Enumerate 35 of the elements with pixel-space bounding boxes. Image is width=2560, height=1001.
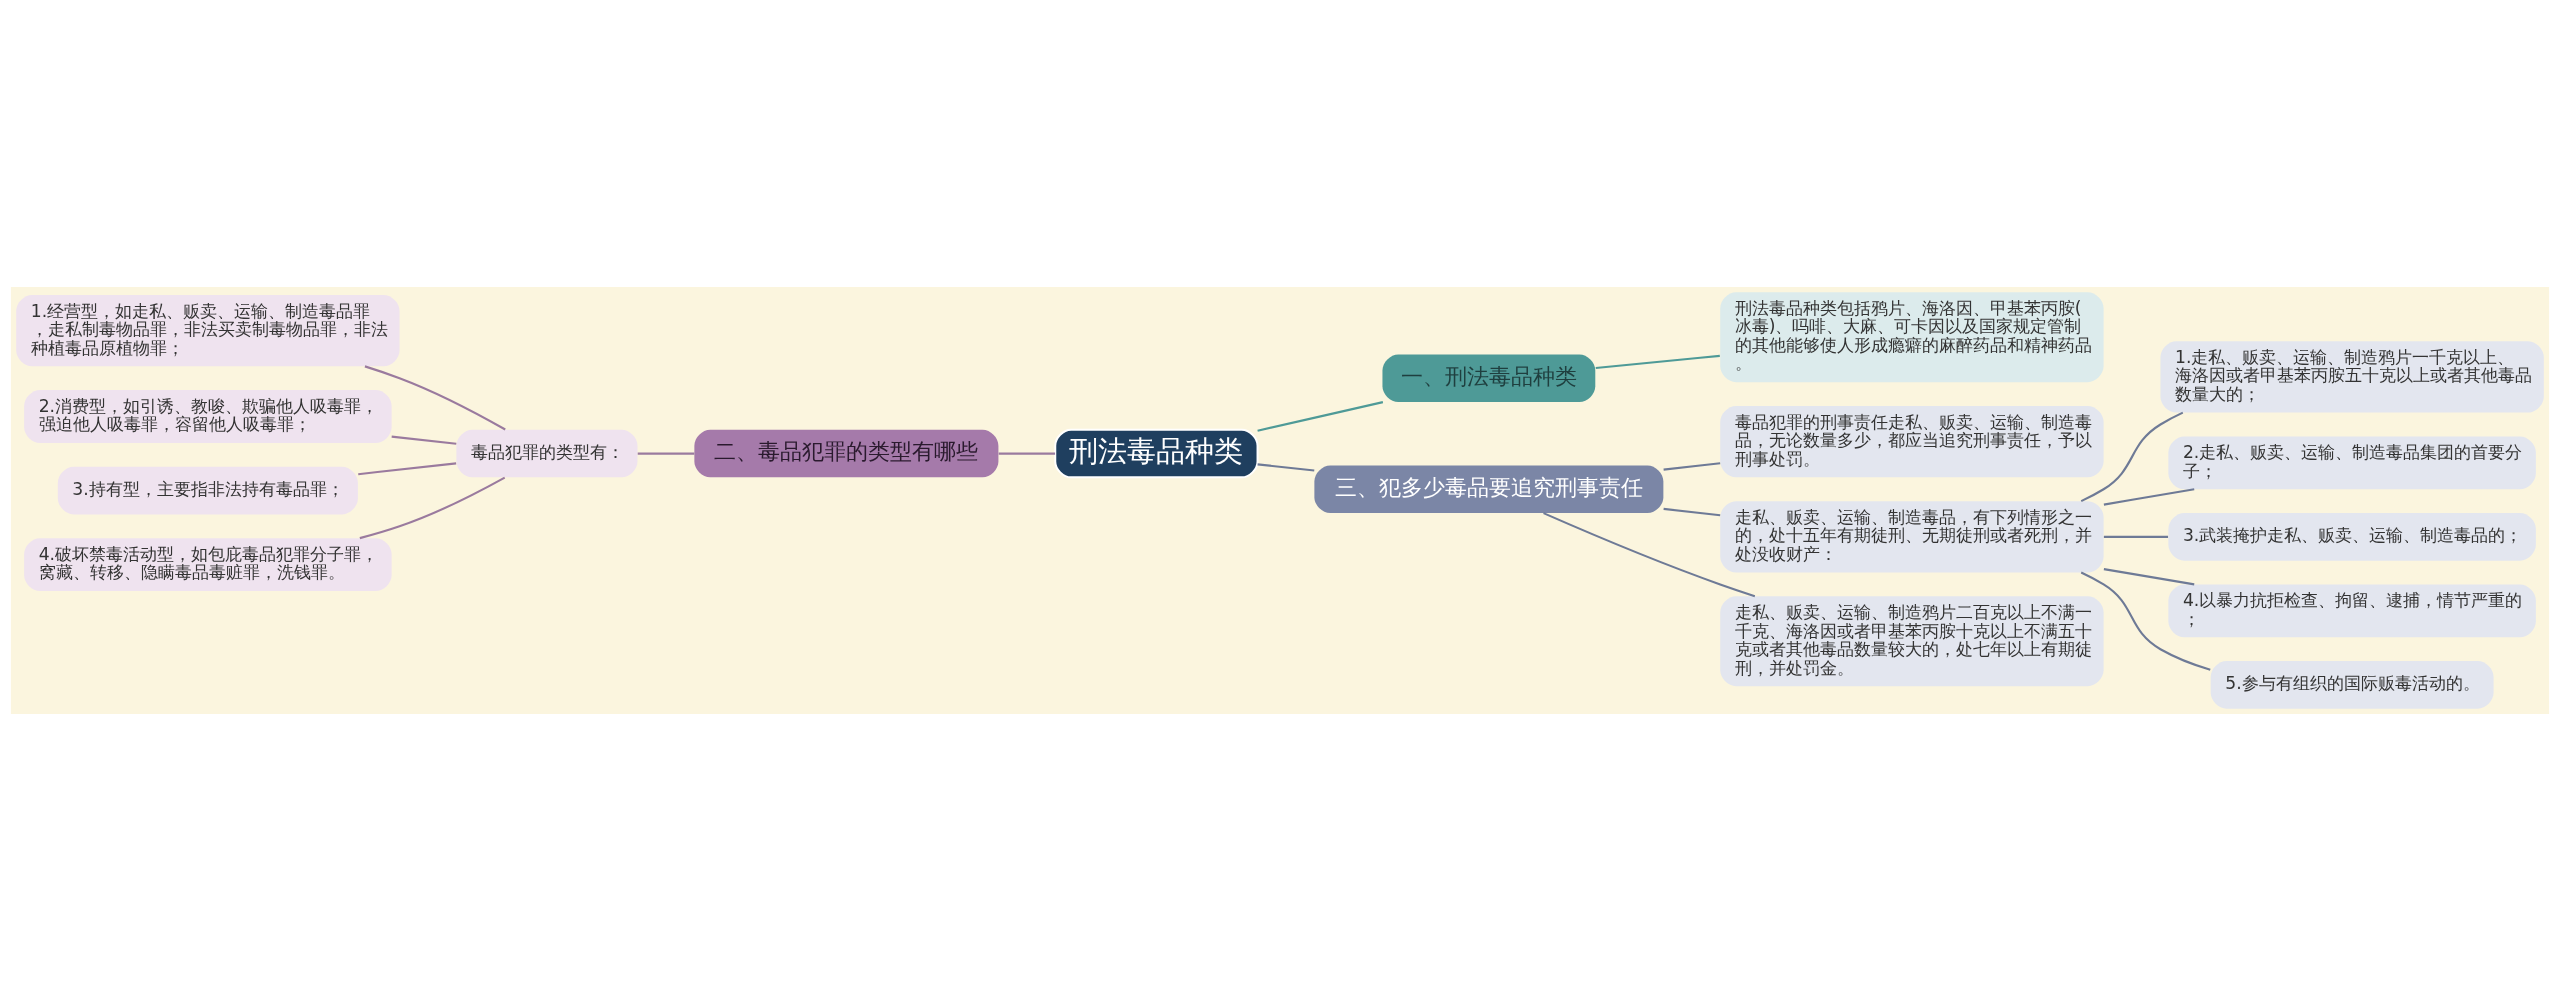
connector [1595, 354, 1720, 369]
connector [391, 435, 457, 445]
node-box: 5.参与有组织的国际贩毒活动的。 [2210, 661, 2494, 709]
node-box: 三、犯多少毒品要追究刑事责任 [1314, 465, 1664, 514]
node-box: 1.走私、贩卖、运输、制造鸦片一千克以上、海洛因或者甲基苯丙胺五十克以上或者其他毒品数量大的； [2160, 341, 2544, 413]
node-box: 2.走私、贩卖、运输、制造毒品集团的首要分子； [2168, 436, 2536, 490]
connector [1663, 507, 1721, 517]
connector [998, 452, 1056, 455]
node-box: 走私、贩卖、运输、制造鸦片二百克以上不满一千克、海洛因或者甲基苯丙胺十克以上不满五十克或者其他毒品数量较大的，处七年以上有期徒刑，并处罚金。 [1720, 596, 2104, 687]
connector [2080, 411, 2184, 503]
connector [364, 365, 506, 431]
connector [358, 462, 457, 476]
connector [637, 452, 695, 455]
connector [1257, 463, 1315, 472]
connector [2103, 488, 2195, 506]
connector [2103, 535, 2169, 538]
node-box: 2.消费型，如引诱、教唆、欺骗他人吸毒罪，强迫他人吸毒罪，容留他人吸毒罪； [24, 390, 392, 443]
connector [2103, 568, 2195, 586]
node-box: 刑法毒品种类包括鸦片、海洛因、甲基苯丙胺(冰毒)、吗啡、大麻、可卡因以及国家规定管制的其他能够使人形成瘾癖的麻醉药品和精神药品。 [1720, 292, 2104, 383]
connector [1257, 401, 1384, 432]
node-box: 4.破坏禁毒活动型，如包庇毒品犯罪分子罪，窝藏、转移、隐瞒毒品毒赃罪，洗钱罪。 [24, 538, 392, 592]
node-box: 毒品犯罪的刑事责任走私、贩卖、运输、制造毒品，无论数量多少，都应当追究刑事责任，予以刑事处罚。 [1720, 406, 2104, 478]
node-box: 3.持有型，主要指非法持有毒品罪； [57, 466, 358, 515]
connector [2080, 571, 2211, 671]
node-box: 3.武装掩护走私、贩卖、运输、制造毒品的； [2168, 513, 2536, 561]
connector [359, 476, 506, 540]
node-box: 毒品犯罪的类型有： [456, 429, 638, 478]
node-box: 走私、贩卖、运输、制造毒品，有下列情形之一的，处十五年有期徒刑、无期徒刑或者死刑，并处没收财产： [1720, 501, 2104, 573]
node-box: 刑法毒品种类 [1054, 428, 1259, 479]
node-box: 二、毒品犯罪的类型有哪些 [694, 429, 999, 478]
node-box: 4.以暴力抗拒检查、拘留、逮捕，情节严重的； [2168, 584, 2536, 638]
node-box: 一、刑法毒品种类 [1382, 354, 1596, 402]
connector [1663, 462, 1721, 471]
connector [1543, 512, 1756, 598]
node-box: 1.经营型，如走私、贩卖、运输、制造毒品罪，走私制毒物品罪，非法买卖制毒物品罪，非法种植毒品原植物罪； [16, 294, 400, 367]
